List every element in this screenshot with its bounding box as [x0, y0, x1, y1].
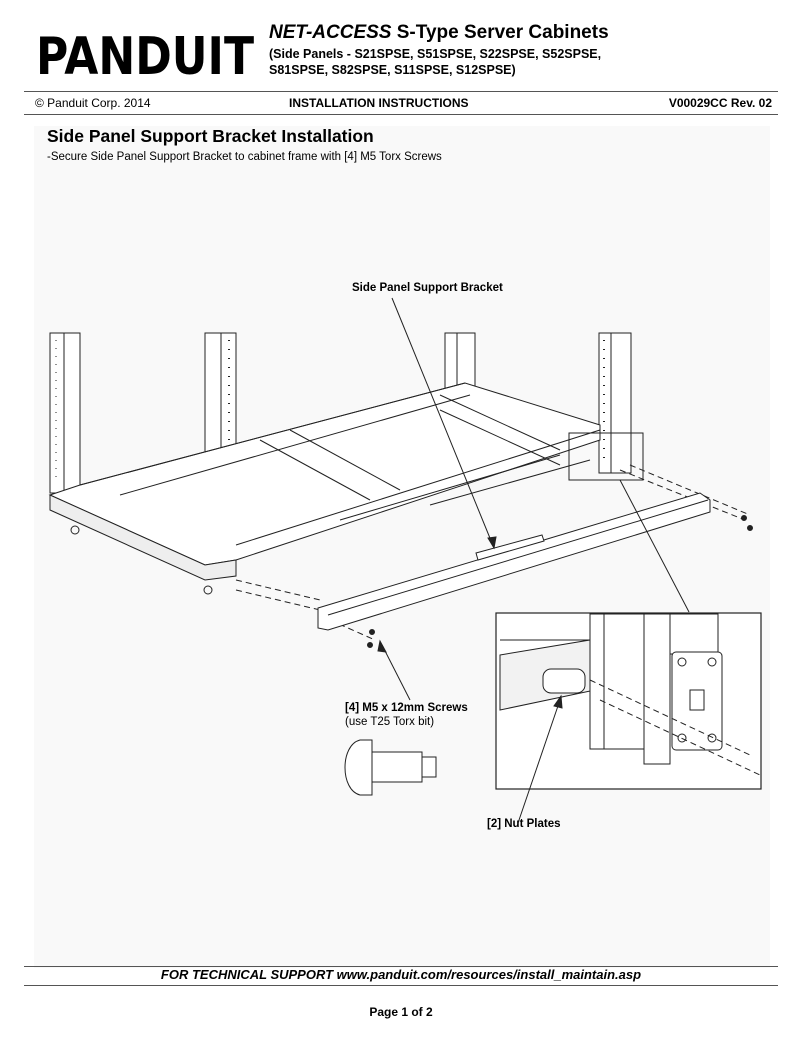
panduit-logo: PANDUIT	[36, 28, 254, 78]
footer-divider-top	[24, 966, 778, 967]
label-support-bracket: Side Panel Support Bracket	[352, 282, 503, 294]
doc-type: INSTALLATION INSTRUCTIONS	[289, 96, 469, 110]
header-divider-bottom	[24, 114, 778, 115]
document-title: NET-ACCESS S-Type Server Cabinets	[269, 22, 609, 43]
footer-divider-bottom	[24, 985, 778, 986]
section-title: Side Panel Support Bracket Installation	[47, 126, 374, 146]
label-screws-note: (use T25 Torx bit)	[345, 716, 435, 728]
document-subtitle: (Side Panels - S21SPSE, S51SPSE, S22SPSE…	[269, 47, 602, 77]
header-divider-top	[24, 91, 778, 92]
label-screws: [4] M5 x 12mm Screws	[345, 702, 468, 714]
page-number: Page 1 of 2	[369, 1005, 433, 1019]
technical-support-line: FOR TECHNICAL SUPPORT www.panduit.com/re…	[160, 967, 642, 982]
label-nut-plates: [2] Nut Plates	[487, 818, 561, 830]
section-description: -Secure Side Panel Support Bracket to ca…	[47, 151, 442, 163]
copyright: © Panduit Corp. 2014	[35, 96, 151, 110]
svg-text:PANDUIT: PANDUIT	[36, 28, 254, 78]
doc-number: V00029CC Rev. 02	[668, 96, 772, 110]
